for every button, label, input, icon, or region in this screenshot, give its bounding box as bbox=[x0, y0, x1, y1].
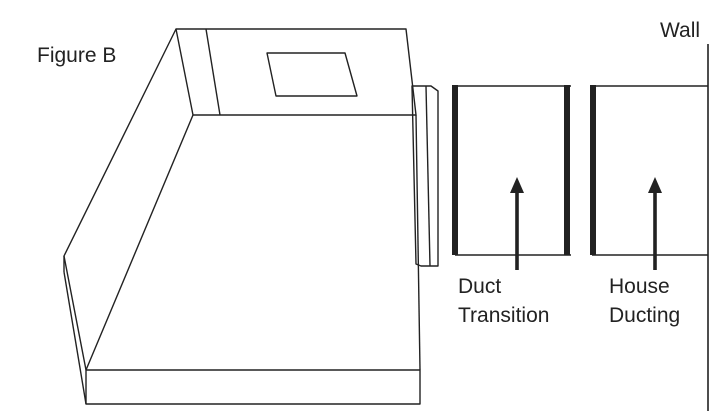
house-ducting bbox=[590, 85, 708, 256]
figure-label: Figure B bbox=[37, 44, 117, 67]
duct-transition-label-line1: Duct bbox=[458, 275, 502, 298]
hood-top-duct-opening bbox=[266, 52, 358, 97]
duct-transition-right-flange bbox=[564, 85, 570, 255]
range-hood bbox=[63, 28, 421, 405]
hood-exhaust-collar bbox=[411, 85, 439, 267]
hood-top-back-face bbox=[175, 28, 417, 116]
hood-front-right-edge bbox=[415, 114, 421, 371]
duct-transition bbox=[452, 85, 571, 256]
hood-left-side bbox=[63, 28, 177, 371]
house-ducting-arrow bbox=[648, 177, 662, 270]
hood-bottom-panel bbox=[85, 369, 421, 405]
house-ducting-label: House Ducting bbox=[609, 272, 680, 330]
hood-front-slant bbox=[85, 114, 194, 371]
house-ducting-label-line1: House bbox=[609, 275, 670, 298]
duct-transition-arrow bbox=[510, 177, 524, 270]
house-ducting-label-line2: Ducting bbox=[609, 304, 681, 327]
duct-transition-label-line2: Transition bbox=[458, 304, 550, 327]
duct-transition-left-flange bbox=[452, 85, 458, 255]
house-ducting-left-flange bbox=[590, 85, 596, 255]
wall-label: Wall bbox=[660, 19, 701, 42]
hood-top-panel-divider bbox=[205, 28, 221, 116]
duct-transition-label: Duct Transition bbox=[458, 272, 549, 330]
